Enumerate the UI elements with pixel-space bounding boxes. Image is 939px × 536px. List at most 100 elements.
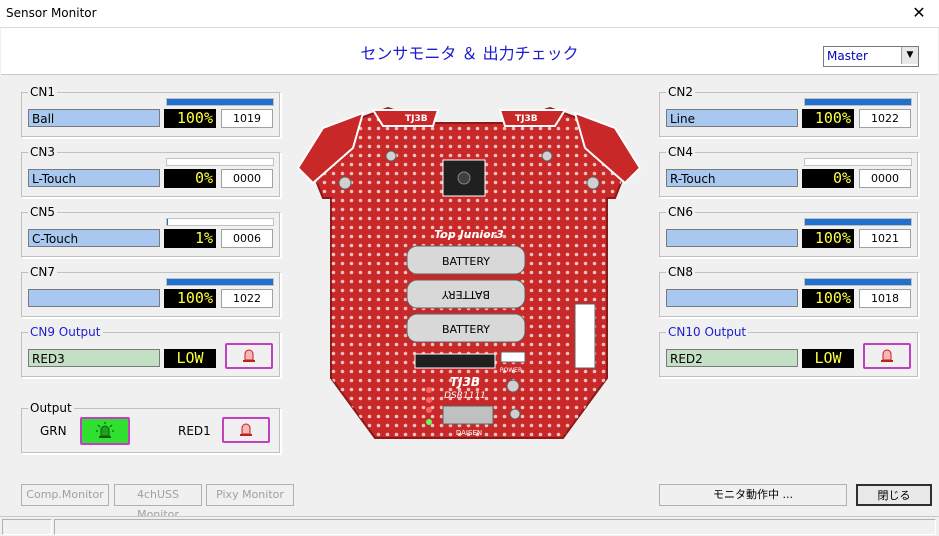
output-name-field[interactable]: RED3 xyxy=(28,349,160,367)
status-pane xyxy=(2,519,52,535)
red1-led-toggle-button[interactable] xyxy=(222,417,270,443)
group-label: CN6 xyxy=(666,205,695,219)
percent-display: 1% xyxy=(164,229,216,248)
output-group-cn9: CN9 Output RED3 LOW xyxy=(21,325,281,378)
top-left-tab xyxy=(371,109,440,127)
board-logo-center: TJ3B xyxy=(450,375,480,389)
battery-cell xyxy=(406,245,526,275)
board-logo-right: TJ3B xyxy=(515,114,538,124)
uss-monitor-button[interactable]: 4chUSS Monitor xyxy=(114,484,202,521)
board-brand: Top Junior3 xyxy=(434,228,504,241)
sensor-name-field[interactable] xyxy=(666,289,798,307)
group-label: Output xyxy=(28,401,74,415)
board-logo-left: TJ3B xyxy=(405,114,428,124)
sensor-name-field[interactable]: Ball xyxy=(28,109,160,127)
group-label: CN5 xyxy=(28,205,57,219)
sensor-group-cn3: CN3 L-Touch 0% 0000 xyxy=(21,145,281,198)
group-label: CN2 xyxy=(666,85,695,99)
client-area: センサモニタ ＆ 出力チェック Master ▼ CN1 Ball 100% 1… xyxy=(1,28,938,521)
led-icon xyxy=(881,349,893,362)
led-indicator xyxy=(426,419,432,425)
battery-pack: BATTERY BATTERY BATTERY xyxy=(406,245,526,343)
sensor-group-cn1: CN1 Ball 100% 1019 xyxy=(21,85,281,138)
output-group: Output GRN RED1 xyxy=(21,401,281,454)
level-bar-fill xyxy=(167,99,273,105)
raw-value: 0006 xyxy=(221,229,273,248)
battery-cell xyxy=(406,279,526,309)
level-bar xyxy=(166,98,274,106)
sensor-group-cn4: CN4 R-Touch 0% 0000 xyxy=(659,145,919,198)
percent-display: 0% xyxy=(164,169,216,188)
level-bar xyxy=(166,218,274,226)
comp-monitor-button[interactable]: Comp.Monitor xyxy=(21,484,109,506)
sensor-name-field[interactable]: Line xyxy=(666,109,798,127)
close-button[interactable]: 閉じる xyxy=(856,484,932,506)
serial-port xyxy=(442,405,494,425)
chevron-down-icon[interactable]: ▼ xyxy=(901,47,918,64)
grn-led-toggle-button[interactable] xyxy=(80,417,130,445)
level-bar xyxy=(804,158,912,166)
raw-value: 0000 xyxy=(221,169,273,188)
header-panel: センサモニタ ＆ 出力チェック Master ▼ xyxy=(1,28,938,75)
output-name-field[interactable]: RED2 xyxy=(666,349,798,367)
sensor-name-field[interactable]: C-Touch xyxy=(28,229,160,247)
raw-value: 1019 xyxy=(221,109,273,128)
sensor-group-cn6: CN6 100% 1021 xyxy=(659,205,919,258)
group-label: CN1 xyxy=(28,85,57,99)
led-indicator xyxy=(426,397,432,403)
led-toggle-button[interactable] xyxy=(863,343,911,369)
side-slot xyxy=(574,303,596,369)
output-state-display: LOW xyxy=(802,349,854,368)
board-model: DSR1111 xyxy=(444,391,486,401)
sensor-chip xyxy=(457,171,471,185)
level-bar-fill xyxy=(805,219,911,225)
reset-button xyxy=(509,408,521,420)
group-label: CN9 Output xyxy=(28,325,103,339)
sensor-group-cn7: CN7 100% 1022 xyxy=(21,265,281,318)
percent-display: 100% xyxy=(164,289,216,308)
battery-label: BATTERY xyxy=(442,288,490,301)
power-switch xyxy=(500,351,526,363)
mode-select-value: Master xyxy=(827,49,868,63)
start-button xyxy=(506,379,520,393)
percent-display: 100% xyxy=(802,109,854,128)
sensor-group-cn2: CN2 Line 100% 1022 xyxy=(659,85,919,138)
monitoring-button[interactable]: モニタ動作中 ... xyxy=(659,484,847,506)
screw xyxy=(541,150,553,162)
group-label: CN8 xyxy=(666,265,695,279)
status-pane xyxy=(54,519,936,535)
sensor-name-field[interactable] xyxy=(666,229,798,247)
screw xyxy=(385,150,397,162)
percent-display: 100% xyxy=(802,289,854,308)
percent-display: 0% xyxy=(802,169,854,188)
screw xyxy=(338,176,352,190)
robot-board-image: TJ3B TJ3B Top Junior3 BATTERY BATTERY BA… xyxy=(296,106,642,439)
sensor-name-field[interactable]: R-Touch xyxy=(666,169,798,187)
close-icon[interactable]: ✕ xyxy=(912,3,926,22)
sensor-group-cn8: CN8 100% 1018 xyxy=(659,265,919,318)
raw-value: 1018 xyxy=(859,289,911,308)
title-bar: Sensor Monitor ✕ xyxy=(0,0,939,28)
raw-value: 0000 xyxy=(859,169,911,188)
level-bar xyxy=(804,278,912,286)
page-title: センサモニタ ＆ 出力チェック xyxy=(360,44,579,63)
battery-label: BATTERY xyxy=(442,255,490,268)
battery-cell xyxy=(406,313,526,343)
group-label: CN10 Output xyxy=(666,325,749,339)
group-label: CN3 xyxy=(28,145,57,159)
output-group-cn10: CN10 Output RED2 LOW xyxy=(659,325,919,378)
level-bar-fill xyxy=(805,279,911,285)
red1-label: RED1 xyxy=(178,424,211,438)
group-label: CN7 xyxy=(28,265,57,279)
mode-select[interactable]: Master ▼ xyxy=(823,46,919,67)
led-glow-icon xyxy=(96,422,114,438)
window-title: Sensor Monitor xyxy=(6,6,97,20)
level-bar-fill xyxy=(167,279,273,285)
percent-display: 100% xyxy=(164,109,216,128)
sensor-name-field[interactable] xyxy=(28,289,160,307)
led-icon xyxy=(240,423,252,436)
sensor-name-field[interactable]: L-Touch xyxy=(28,169,160,187)
pixy-monitor-button[interactable]: Pixy Monitor xyxy=(206,484,294,506)
level-bar xyxy=(804,98,912,106)
led-toggle-button[interactable] xyxy=(225,343,273,369)
